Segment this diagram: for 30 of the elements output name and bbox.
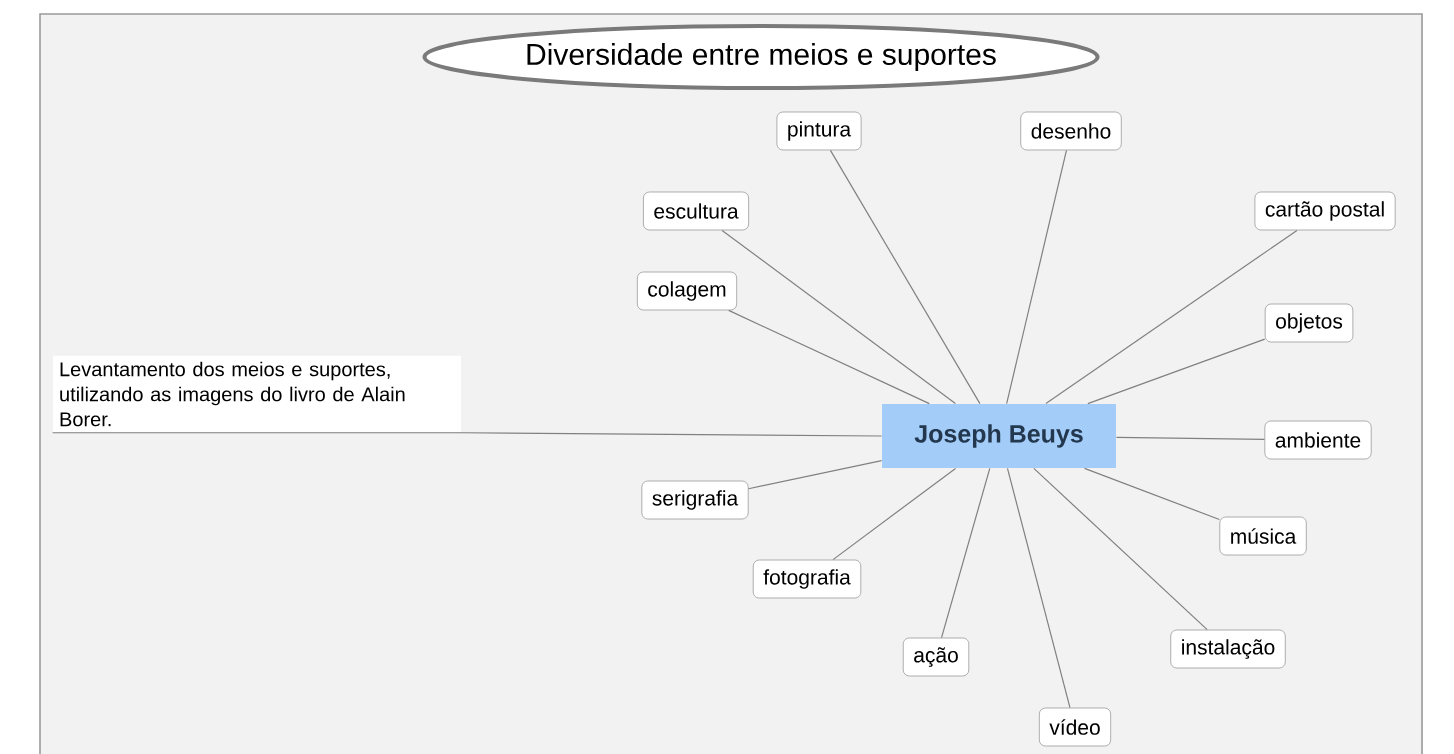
connector-line (1045, 229, 1298, 405)
topic-box: colagem (636, 271, 738, 311)
note-text: Levantamento dos meios e suportes, utilizando as imagens do livro de Alain Borer. (53, 355, 461, 433)
connector-line (832, 467, 957, 561)
topic-box: ação (902, 637, 970, 677)
connector-line (1006, 467, 1071, 709)
topic-box: música (1219, 516, 1307, 556)
topic-box: serigrafia (641, 480, 749, 520)
topic-box: fotografia (752, 559, 862, 599)
connector-line (1083, 467, 1220, 521)
topic-box: ambiente (1264, 420, 1372, 460)
topic-box: objetos (1264, 303, 1354, 343)
connector-line (748, 460, 883, 490)
topic-box: cartão postal (1254, 191, 1396, 231)
connector-line (1087, 338, 1266, 405)
topic-box: instalação (1170, 629, 1286, 669)
topic-box: desenho (1020, 111, 1122, 151)
topic-box: vídeo (1038, 707, 1112, 747)
connector-line (1006, 149, 1068, 405)
connector-line (728, 309, 930, 405)
connector-line (1033, 467, 1208, 631)
connector-line (721, 229, 956, 405)
topic-box: escultura (643, 191, 749, 231)
connector-line (940, 467, 991, 639)
central-topic-box: Joseph Beuys (882, 404, 1116, 468)
topic-box: pintura (776, 111, 862, 151)
connector-line (829, 149, 981, 405)
title-oval: Diversidade entre meios e suportes (422, 24, 1100, 90)
connector-line (52, 432, 883, 437)
connector-line (1115, 436, 1266, 440)
